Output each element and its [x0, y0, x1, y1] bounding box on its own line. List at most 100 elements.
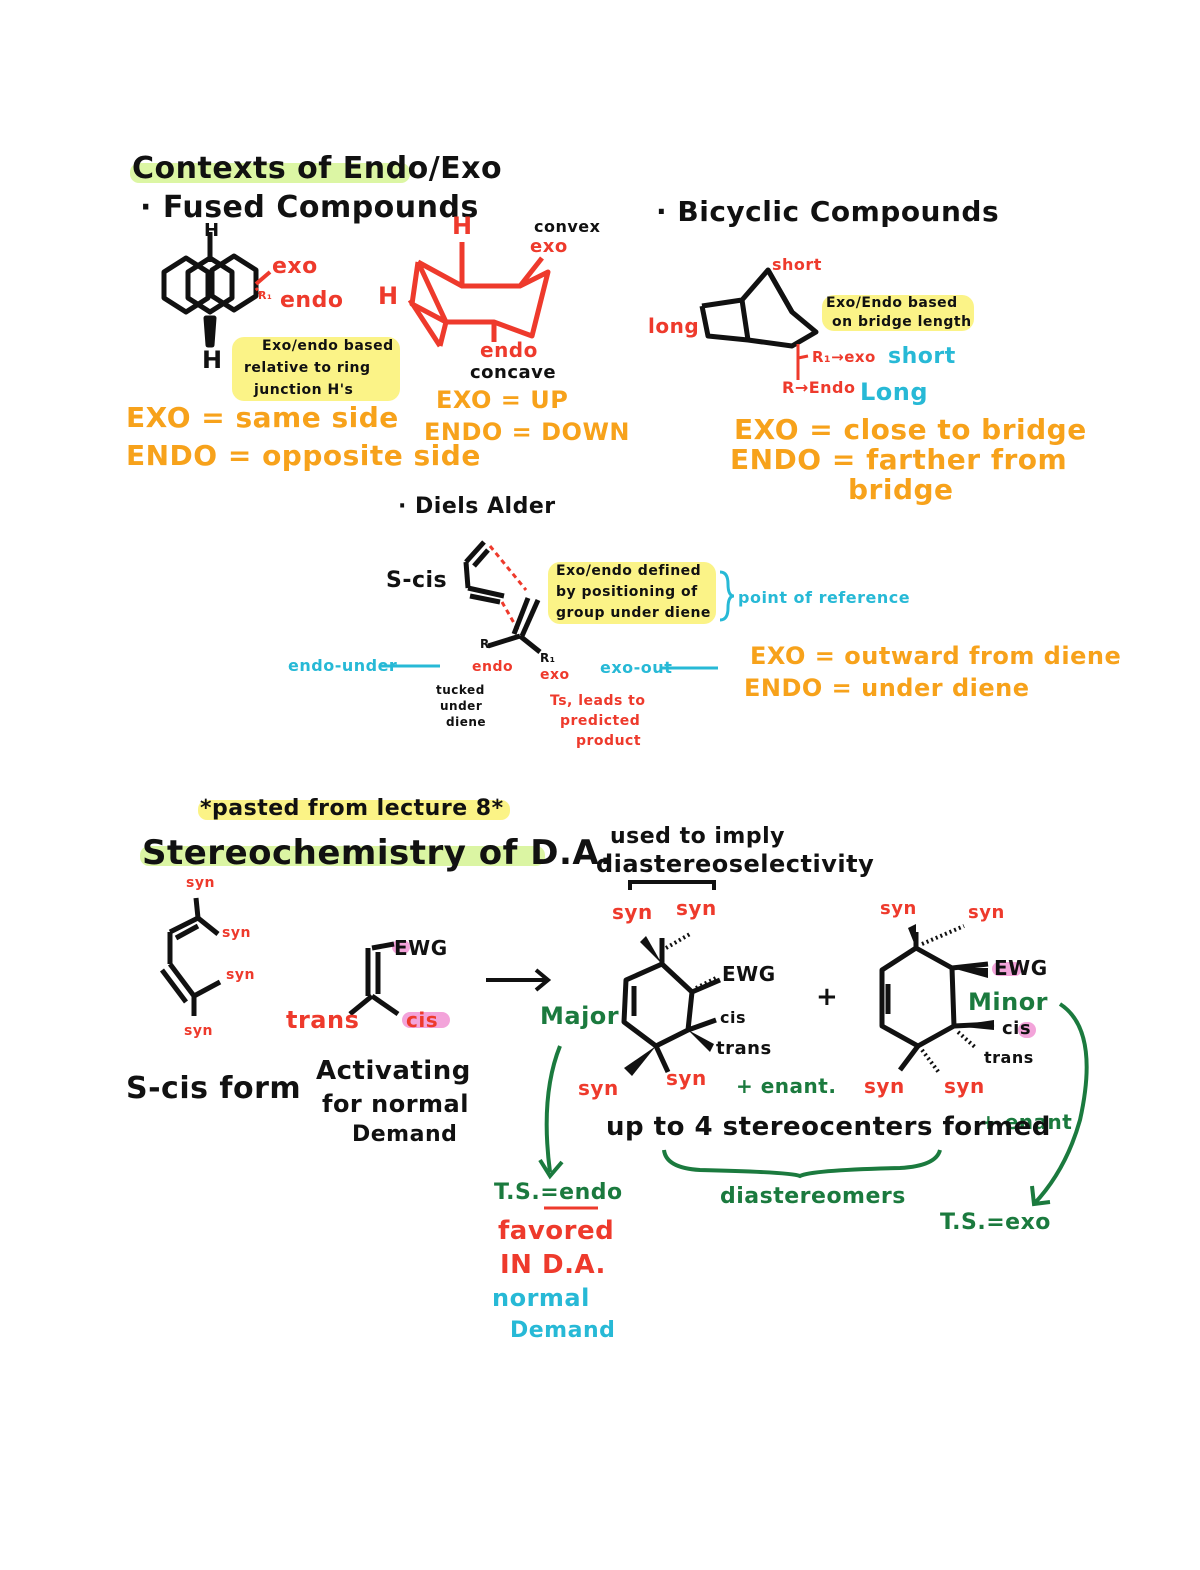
ts-endo: T.S.=endo: [494, 1180, 623, 1205]
favored-2: IN D.A.: [500, 1250, 606, 1280]
major-syn-4: syn: [666, 1066, 707, 1090]
title-highlight: [130, 163, 410, 183]
activating-1: Activating: [316, 1056, 471, 1086]
minor-syn-2: syn: [968, 902, 1005, 923]
dienophile-ewg: EWG: [394, 936, 448, 960]
bicyclic-r1-exo: R₁→exo: [812, 348, 876, 366]
chair-structure: [407, 242, 551, 348]
favored-1: favored: [498, 1216, 615, 1246]
stereochem-title: Stereochemistry of D.A.: [142, 833, 614, 873]
diene-syn-3: syn: [226, 967, 255, 983]
ewg-highlight-2: [992, 962, 1022, 976]
da-s-cis: S-cis: [386, 568, 448, 593]
minor-hash-1: [921, 924, 965, 946]
used-to-imply: used to imply: [610, 824, 785, 849]
stereo-title-highlight: [140, 846, 545, 866]
diene-syn-4: syn: [184, 1023, 213, 1039]
fused-note-1: Exo/endo based: [262, 338, 394, 354]
fused-exo-label: exo: [272, 254, 318, 279]
chair-rule-up: EXO = UP: [436, 386, 569, 414]
major-ewg: EWG: [722, 962, 776, 986]
reaction-arrow: [486, 968, 552, 992]
da-r: R: [480, 637, 490, 651]
fused-h-bottom: H: [202, 346, 223, 374]
norbornane-structure: [699, 267, 819, 349]
minor-hash-3: [956, 1030, 978, 1050]
pasted-highlight: [198, 800, 510, 820]
bicyclic-rule-endo-1: ENDO = farther from: [730, 443, 1068, 476]
bicyclic-r-long: Long: [860, 378, 929, 406]
major-wedge-1: [640, 936, 662, 964]
da-tucked-2: under: [440, 699, 483, 713]
fused-rule-exo: EXO = same side: [126, 401, 399, 434]
da-note-3: group under diene: [556, 605, 711, 621]
bicyclic-note-highlight: [822, 295, 974, 331]
fused-endo-label: endo: [280, 288, 344, 313]
activating-2: for normal: [322, 1090, 469, 1118]
chair-concave: concave: [470, 362, 557, 383]
bicyclic-heading: · Bicyclic Compounds: [656, 195, 1000, 228]
chair-exo: exo: [530, 236, 568, 257]
da-ts-note-1: Ts, leads to: [550, 693, 646, 709]
minor-syn-4: syn: [944, 1074, 985, 1098]
da-exo-small: exo: [540, 667, 570, 683]
normal-demand-1: normal: [492, 1284, 590, 1312]
activating-3: Demand: [352, 1122, 458, 1147]
bicyclic-long: long: [648, 314, 700, 338]
fused-h-top: H: [204, 220, 220, 241]
bicyclic-r-endo: R→Endo: [782, 378, 856, 397]
minor-wedge-1: [952, 968, 988, 978]
da-rule-endo: ENDO = under diene: [744, 674, 1030, 702]
major-arrow-head: [538, 1158, 564, 1180]
dienophile-trans: trans: [286, 1006, 360, 1034]
section-title: Contexts of Endo/Exo: [132, 151, 503, 186]
da-tucked-1: tucked: [436, 683, 485, 697]
chair-convex: convex: [534, 217, 601, 236]
dienophile-cis: cis: [406, 1008, 439, 1032]
stereocenters-note: up to 4 stereocenters formed: [606, 1112, 1051, 1142]
scis-diene: [160, 897, 222, 1016]
bicyclic-rule-exo: EXO = close to bridge: [734, 413, 1087, 446]
diastereoselectivity: diastereoselectivity: [596, 850, 875, 878]
major-hash-1: [664, 932, 692, 950]
da-endo-small: endo: [472, 659, 514, 675]
cis-highlight-2: [1018, 1022, 1036, 1038]
fused-note-highlight: [232, 337, 400, 401]
da-rule-exo: EXO = outward from diene: [750, 642, 1122, 670]
s-cis-form: S-cis form: [126, 1071, 302, 1106]
bicyclic-note-1: Exo/Endo based: [826, 295, 958, 311]
da-brace: [719, 570, 735, 622]
fused-note-2: relative to ring: [244, 360, 371, 376]
major-product-structure: [621, 938, 721, 1074]
fused-heading: · Fused Compounds: [140, 190, 479, 225]
major-syn-3: syn: [578, 1076, 619, 1100]
da-note-highlight: [548, 562, 716, 624]
minor-ewg: EWG: [994, 956, 1048, 980]
scis-dienophile: [348, 941, 400, 1017]
bicyclic-note-2: on bridge length: [832, 314, 972, 330]
ewg-highlight-1: [392, 940, 410, 954]
da-r1: R₁: [540, 651, 556, 665]
minor-syn-3: syn: [864, 1074, 905, 1098]
da-note-1: Exo/endo defined: [556, 563, 702, 579]
da-ts-note-3: product: [576, 733, 642, 749]
minor-wedge-3: [908, 924, 916, 948]
major-wedge-2: [624, 1046, 656, 1076]
cis-highlight: [402, 1012, 450, 1028]
diastereo-bracket: [628, 880, 716, 890]
norbornane-substituent: [796, 344, 809, 360]
minor-label: Minor: [968, 988, 1049, 1016]
major-cis: cis: [720, 1008, 746, 1027]
da-point-of-reference: point of reference: [738, 588, 911, 607]
normal-demand-2: Demand: [510, 1318, 616, 1343]
da-heading: · Diels Alder: [398, 494, 556, 519]
major-wedge-3: [688, 1030, 714, 1052]
minor-trans: trans: [984, 1048, 1034, 1067]
da-diene: [463, 540, 505, 605]
bicyclic-short: short: [772, 255, 822, 274]
major-hash-2: [695, 976, 717, 990]
diene-syn-1: syn: [186, 875, 215, 891]
chair-h-left: H: [378, 282, 399, 310]
